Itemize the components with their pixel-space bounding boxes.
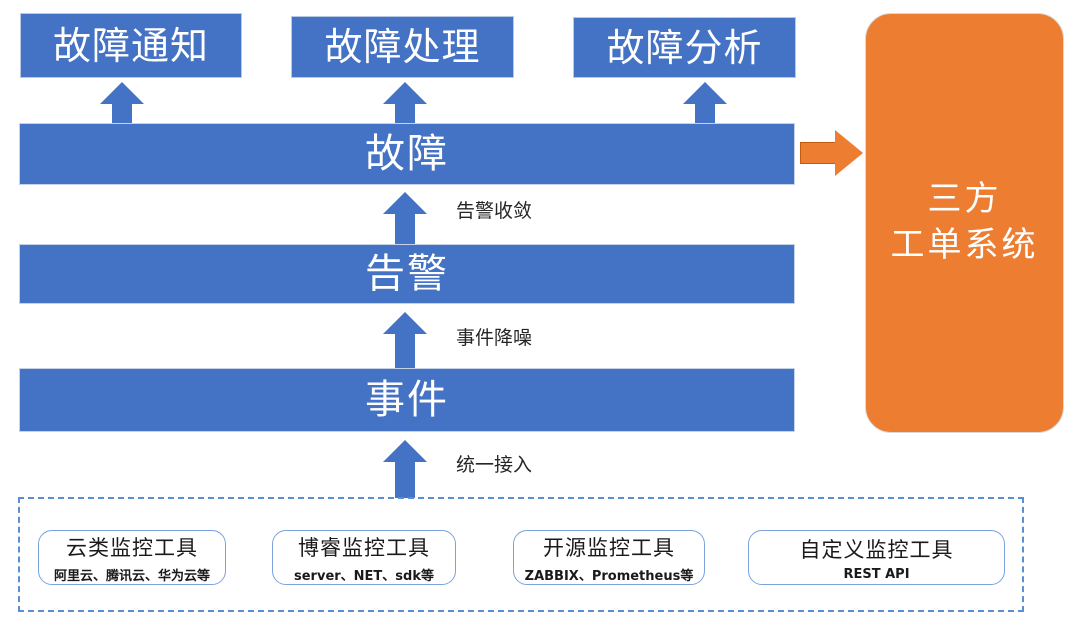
source-pill-subtitle: REST API: [843, 566, 910, 582]
flow-label-unified-access: 统一接入: [456, 454, 533, 476]
outcome-box-fault-handling[interactable]: 故障处理: [291, 16, 514, 78]
source-pill-subtitle: 阿里云、腾讯云、华为云等: [53, 568, 210, 584]
stage-bar-alarm[interactable]: 告警: [19, 244, 795, 304]
outcome-box-label: 故障通知: [52, 23, 209, 68]
outcome-box-fault-analysis[interactable]: 故障分析: [573, 17, 796, 78]
outcome-box-fault-notification[interactable]: 故障通知: [20, 13, 242, 78]
stage-bar-label: 故障: [365, 131, 449, 177]
arrow-right-to-third-party-icon: [800, 130, 866, 176]
source-pill-subtitle: server、NET、sdk等: [294, 568, 434, 584]
third-party-line-1: 三方: [927, 179, 1002, 220]
source-pill-cloud-monitoring[interactable]: 云类监控工具 阿里云、腾讯云、华为云等: [38, 530, 226, 585]
stage-bar-fault[interactable]: 故障: [19, 123, 795, 185]
source-pill-title: 自定义监控工具: [799, 537, 954, 562]
source-pill-subtitle: ZABBIX、Prometheus等: [524, 568, 694, 584]
flow-label-alarm-convergence: 告警收敛: [456, 200, 533, 222]
source-pill-title: 开源监控工具: [543, 535, 675, 560]
arrow-up-event-to-alarm-icon: [383, 312, 427, 368]
stage-bar-event[interactable]: 事件: [19, 368, 795, 432]
arrow-up-to-fault-notification-icon: [100, 82, 144, 124]
outcome-box-label: 故障分析: [606, 25, 763, 70]
source-pill-custom-monitoring[interactable]: 自定义监控工具 REST API: [748, 530, 1005, 585]
stage-bar-label: 告警: [365, 251, 449, 297]
source-pill-opensource-monitoring[interactable]: 开源监控工具 ZABBIX、Prometheus等: [513, 530, 705, 585]
arrow-up-alarm-to-fault-icon: [383, 192, 427, 244]
arrow-up-sources-to-event-icon: [383, 440, 427, 498]
flow-label-event-denoise: 事件降噪: [456, 327, 533, 349]
source-pill-title: 博睿监控工具: [298, 535, 430, 560]
source-pill-borui-monitoring[interactable]: 博睿监控工具 server、NET、sdk等: [272, 530, 456, 585]
source-pill-title: 云类监控工具: [66, 535, 198, 560]
monitoring-sources-container: [18, 497, 1024, 612]
arrow-up-to-fault-handling-icon: [383, 82, 427, 124]
arrow-up-to-fault-analysis-icon: [683, 82, 727, 124]
stage-bar-label: 事件: [365, 377, 449, 423]
third-party-line-2: 工单系统: [890, 225, 1039, 265]
third-party-ticket-system-box[interactable]: 三方 工单系统: [865, 13, 1064, 433]
outcome-box-label: 故障处理: [324, 25, 481, 69]
